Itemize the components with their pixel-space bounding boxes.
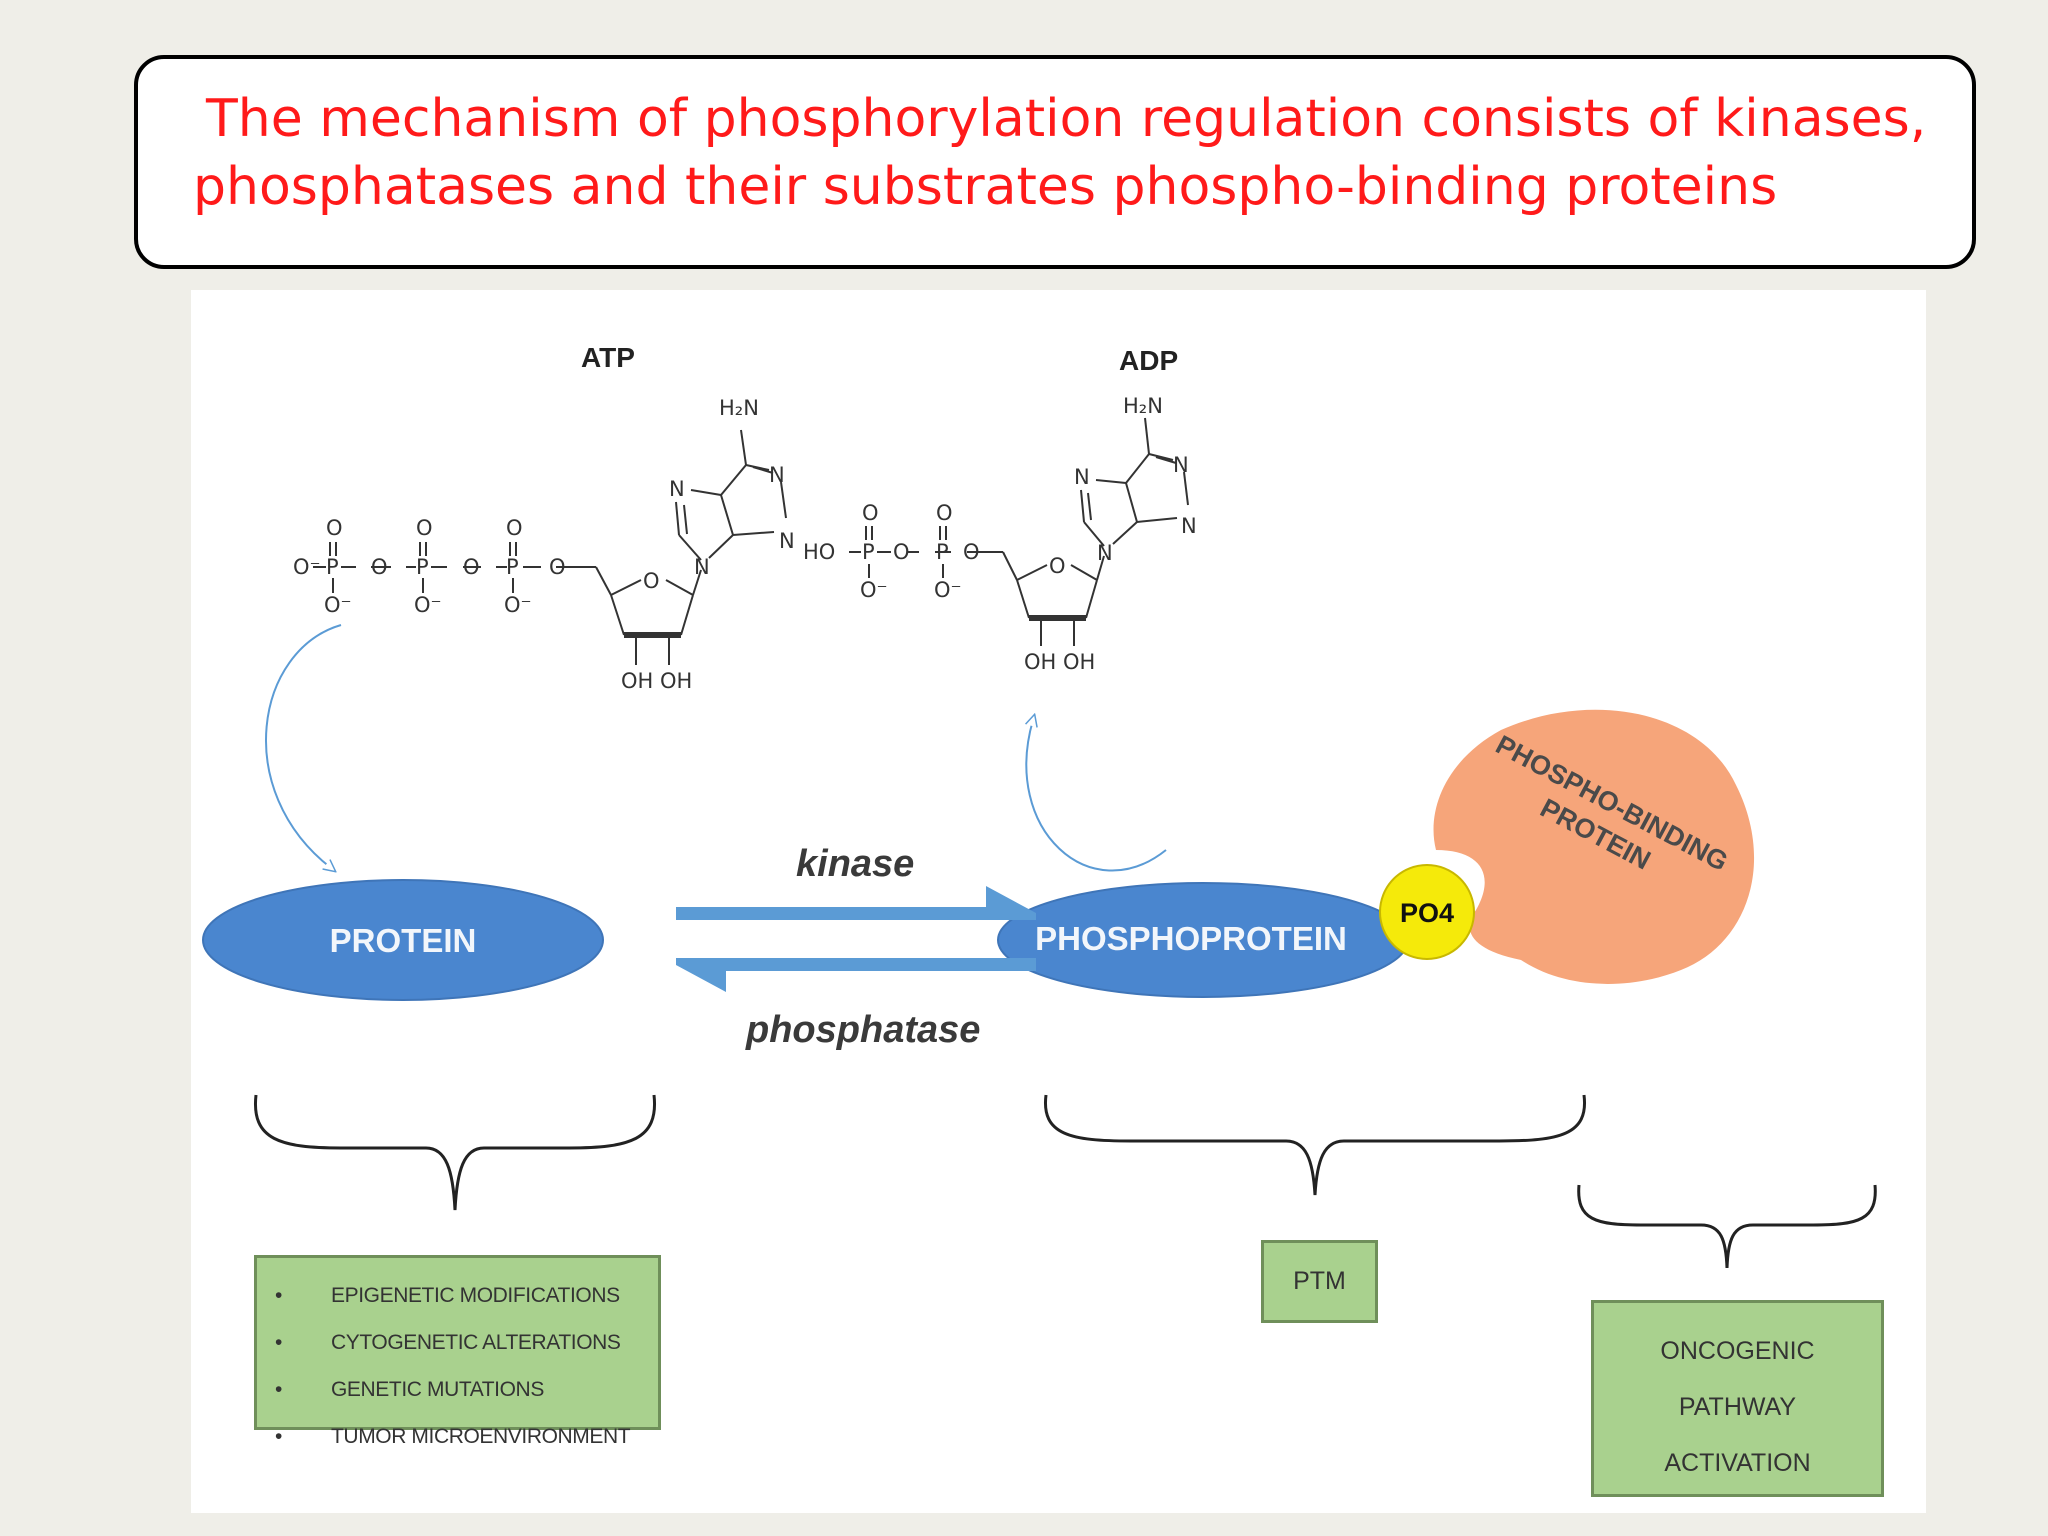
cause-label: TUMOR MICROENVIRONMENT (331, 1425, 631, 1448)
adp-structure (849, 417, 1189, 646)
atp-atom-labels: O⁻ P O O⁻ O P O O⁻ O P O O⁻ O O OH OH N … (293, 342, 795, 693)
phosphorylation-figure: O⁻ P O O⁻ O P O O⁻ O P O O⁻ O O OH OH N … (191, 290, 1926, 1513)
po4-circle (1379, 864, 1475, 960)
adp-n7: N (1074, 465, 1090, 489)
title-line-2: phosphatases and their substrates phosph… (193, 157, 1778, 217)
oncogenic-box: ONCOGENIC PATHWAY ACTIVATION (1591, 1300, 1884, 1497)
atp-p1: P (326, 555, 339, 579)
bullet: • (275, 1425, 282, 1448)
binder-brace (1577, 1184, 1877, 1269)
protein-oval (202, 879, 604, 1001)
atp-n1: N (769, 463, 785, 487)
ptm-label: PTM (1293, 1267, 1346, 1295)
cause-label: EPIGENETIC MODIFICATIONS (331, 1284, 620, 1307)
protein-label: PROTEIN (330, 922, 477, 959)
atp-ring-o: O (643, 569, 660, 593)
adp-o-minus-1: O⁻ (860, 578, 888, 602)
causes-list: • EPIGENETIC MODIFICATIONS • CYTOGENETIC A… (275, 1272, 658, 1460)
title-box: The mechanism of phosphorylation regulat… (134, 55, 1976, 269)
reverse-arrow (676, 958, 1036, 992)
po4-label: PO4 (1400, 898, 1454, 928)
adp-amine: H₂N (1123, 394, 1163, 418)
atp-o-minus-2: O⁻ (414, 593, 442, 617)
adp-p1: P (862, 540, 875, 564)
atp-o2: O (416, 516, 433, 540)
atp-n3: N (779, 529, 795, 553)
adp-bridge-o1: O (893, 540, 910, 564)
bullet: • (275, 1284, 282, 1307)
atp-o-minus: O⁻ (293, 555, 321, 579)
adp-p2: P (936, 540, 949, 564)
atp-hydroxyls: OH OH (621, 669, 692, 693)
atp-structure (313, 429, 787, 665)
atp-n9: N (694, 555, 710, 579)
adp-curved-arrow (1026, 720, 1167, 872)
adp-label: ADP (1119, 345, 1178, 376)
atp-n7: N (669, 477, 685, 501)
atp-label: ATP (581, 342, 635, 373)
atp-bridge-o3: O (549, 555, 566, 579)
oncogenic-line-3: ACTIVATION (1664, 1449, 1811, 1477)
list-item: • CYTOGENETIC ALTERATIONS (275, 1319, 658, 1366)
phosphoprotein-brace (1043, 1094, 1587, 1196)
atp-p3: P (506, 555, 519, 579)
cause-label: CYTOGENETIC ALTERATIONS (331, 1331, 621, 1354)
adp-o-minus-2: O⁻ (934, 578, 962, 602)
adp-o2: O (936, 501, 953, 525)
atp-curved-arrow (265, 624, 342, 868)
adp-o1: O (862, 501, 879, 525)
bullet: • (275, 1331, 282, 1354)
adp-hydroxyls: OH OH (1024, 650, 1095, 674)
adp-n3: N (1181, 514, 1197, 538)
causes-box: • EPIGENETIC MODIFICATIONS • CYTOGENETIC A… (254, 1255, 661, 1448)
ptm-box: PTM (1261, 1240, 1378, 1323)
cause-label: GENETIC MUTATIONS (331, 1378, 544, 1401)
list-item: • GENETIC MUTATIONS (275, 1366, 658, 1413)
bullet: • (275, 1378, 282, 1401)
protein-brace (253, 1094, 657, 1211)
kinase-label: kinase (796, 843, 914, 885)
atp-o-minus-3: O⁻ (504, 593, 532, 617)
binder-blob (1433, 709, 1755, 984)
oncogenic-line-1: ONCOGENIC (1660, 1337, 1815, 1365)
diagram-canvas: O⁻ P O O⁻ O P O O⁻ O P O O⁻ O O OH OH N … (202, 342, 1877, 1269)
atp-p2: P (416, 555, 429, 579)
atp-amine: H₂N (719, 396, 759, 420)
slide-title: The mechanism of phosphorylation regulat… (193, 85, 1963, 221)
list-item: • EPIGENETIC MODIFICATIONS (275, 1272, 658, 1319)
adp-atom-labels: HO P O O⁻ O P O O⁻ O O OH OH N N N N H₂N… (803, 345, 1197, 674)
adp-bridge-o2: O (963, 540, 980, 564)
adp-n1: N (1173, 453, 1189, 477)
atp-o-minus-1: O⁻ (324, 593, 352, 617)
adp-ring-o: O (1049, 554, 1066, 578)
adp-ho: HO (803, 540, 835, 564)
forward-arrow (676, 886, 1036, 920)
list-item: • TUMOR MICROENVIRONMENT (275, 1413, 658, 1460)
atp-bridge-o2: O (463, 555, 480, 579)
adp-n9: N (1097, 541, 1113, 565)
phosphatase-label: phosphatase (745, 1009, 980, 1051)
atp-bridge-o1: O (371, 555, 388, 579)
phosphoprotein-label: PHOSPHOPROTEIN (1035, 920, 1347, 957)
title-line-1: The mechanism of phosphorylation regulat… (206, 89, 1927, 149)
atp-o1: O (326, 516, 343, 540)
oncogenic-line-2: PATHWAY (1678, 1393, 1797, 1421)
atp-o3: O (506, 516, 523, 540)
